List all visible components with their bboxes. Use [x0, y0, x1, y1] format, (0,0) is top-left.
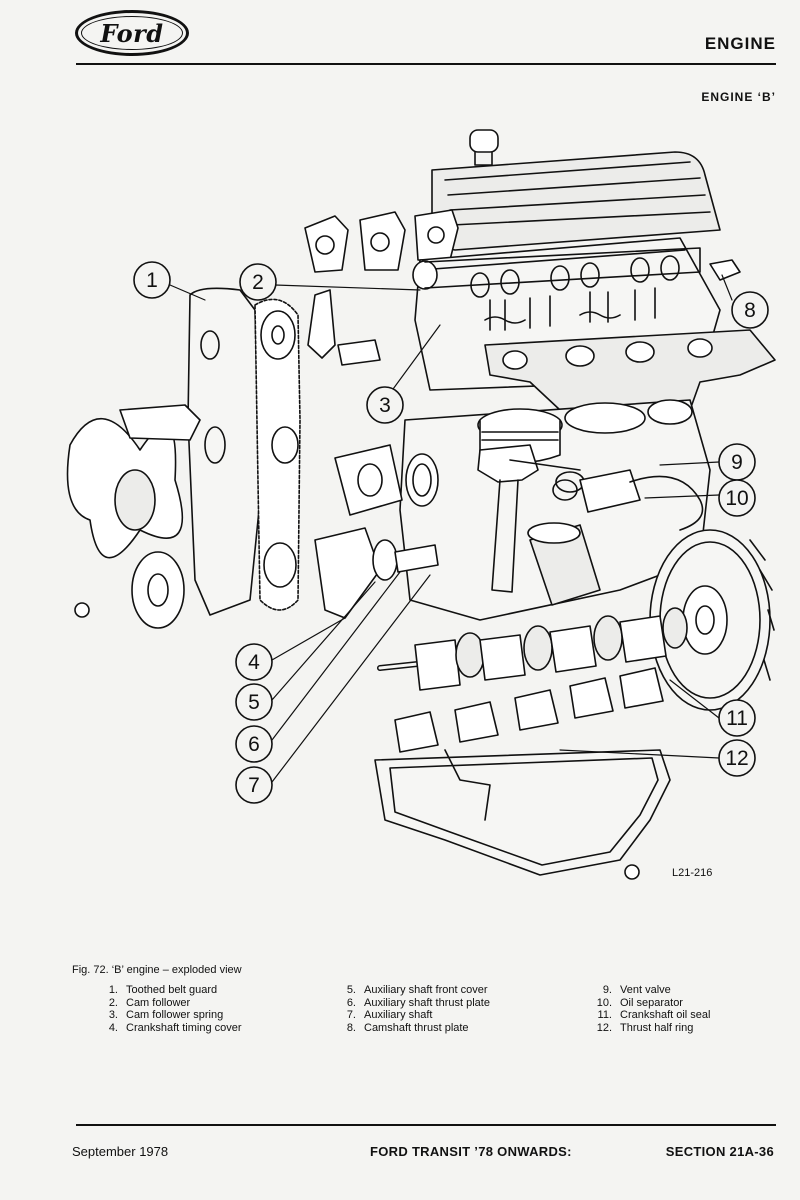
- legend-item: 11.Crankshaft oil seal: [597, 1009, 711, 1022]
- belt-guard-drawing: [187, 287, 261, 616]
- callout-circle-6: [235, 725, 273, 763]
- callout-3: 3: [379, 394, 391, 417]
- callout-circle-8: [731, 291, 769, 329]
- auxiliary-shaft-drawing: [314, 527, 439, 619]
- callout-9: 9: [731, 451, 743, 474]
- callout-circle-10: [718, 479, 756, 517]
- callout-leaders: [169, 274, 733, 783]
- callout-11: 11: [726, 707, 748, 730]
- water-pump-drawing: [307, 289, 403, 516]
- callouts: [133, 261, 769, 804]
- legend-item: 1.Toothed belt guard: [108, 984, 218, 996]
- section-title: ENGINE: [704, 34, 776, 53]
- callout-circle-7: [235, 766, 273, 804]
- legend-item: 4.Crankshaft timing cover: [108, 1021, 242, 1034]
- legend-item: 5.Auxiliary shaft front cover: [346, 984, 488, 996]
- logo-text: Ford: [100, 18, 164, 48]
- cam-cover-drawing: [431, 129, 721, 251]
- callout-circle-3: [366, 386, 404, 424]
- callout-6: 6: [248, 733, 260, 756]
- fan-drawing: [66, 404, 201, 629]
- legend-column-2: 5.Auxiliary shaft front cover 6.Auxiliar…: [334, 984, 490, 1034]
- footer-rule: [76, 1124, 776, 1126]
- callout-7: 7: [248, 774, 260, 797]
- footer-title: FORD TRANSIT ’78 ONWARDS:: [370, 1144, 572, 1159]
- thrust-plate-drawing: [709, 259, 741, 281]
- legend-item: 2.Cam follower: [108, 996, 191, 1009]
- ford-logo: Ford: [75, 10, 189, 56]
- bearing-caps-drawing: [394, 667, 664, 753]
- callout-circle-11: [718, 699, 756, 737]
- oil-sump-drawing: [374, 749, 671, 880]
- exhaust-manifold-drawing: [484, 329, 776, 421]
- callout-10: 10: [725, 487, 748, 510]
- legend-item: 7.Auxiliary shaft: [346, 1009, 433, 1022]
- oil-filter-drawing: [527, 522, 601, 606]
- callout-4: 4: [248, 651, 260, 674]
- engine-exploded-view: 1 2 3 4 5 6 7 8 9 10 11 12 L21-216: [66, 129, 776, 880]
- legend-item: 6.Auxiliary shaft thrust plate: [346, 996, 490, 1009]
- legend-item: 8.Camshaft thrust plate: [346, 1021, 469, 1034]
- legend-item: 12.Thrust half ring: [596, 1021, 694, 1034]
- callout-circle-2: [239, 263, 277, 301]
- crankshaft-drawing: [377, 607, 688, 691]
- callout-circle-12: [718, 739, 756, 777]
- drawing-code: L21-216: [672, 867, 712, 879]
- flywheel-drawing: [649, 529, 775, 711]
- legend-column-1: 1.Toothed belt guard 2.Cam follower 3.Ca…: [96, 984, 242, 1034]
- footer-date: September 1978: [72, 1144, 169, 1159]
- legend-item: 3.Cam follower spring: [108, 1009, 224, 1022]
- sub-title: ENGINE ‘B’: [701, 90, 776, 104]
- oil-separator-drawing: [552, 469, 704, 531]
- figure-caption: Fig. 72. ‘B’ engine – exploded view: [72, 964, 242, 976]
- timing-belt-drawing: [254, 298, 301, 611]
- distributor-drawing: [477, 444, 585, 593]
- manifold-gasket-drawing: [304, 209, 459, 273]
- callout-circle-5: [235, 683, 273, 721]
- legend-column-3: 9.Vent valve 10.Oil separator 11.Cranksh…: [590, 984, 711, 1034]
- footer-section: SECTION 21A-36: [665, 1144, 774, 1159]
- callout-12: 12: [725, 747, 748, 770]
- callout-8: 8: [744, 299, 756, 322]
- callout-1: 1: [146, 269, 158, 292]
- legend-item: 9.Vent valve: [602, 984, 671, 996]
- callout-2: 2: [252, 271, 264, 294]
- legend-item: 10.Oil separator: [596, 996, 683, 1009]
- cylinder-block-drawing: [399, 399, 711, 621]
- header-rule: [76, 63, 776, 65]
- logo-inner-ring: [81, 16, 183, 50]
- callout-circle-1: [133, 261, 171, 299]
- callout-5: 5: [248, 691, 260, 714]
- callout-circle-4: [235, 643, 273, 681]
